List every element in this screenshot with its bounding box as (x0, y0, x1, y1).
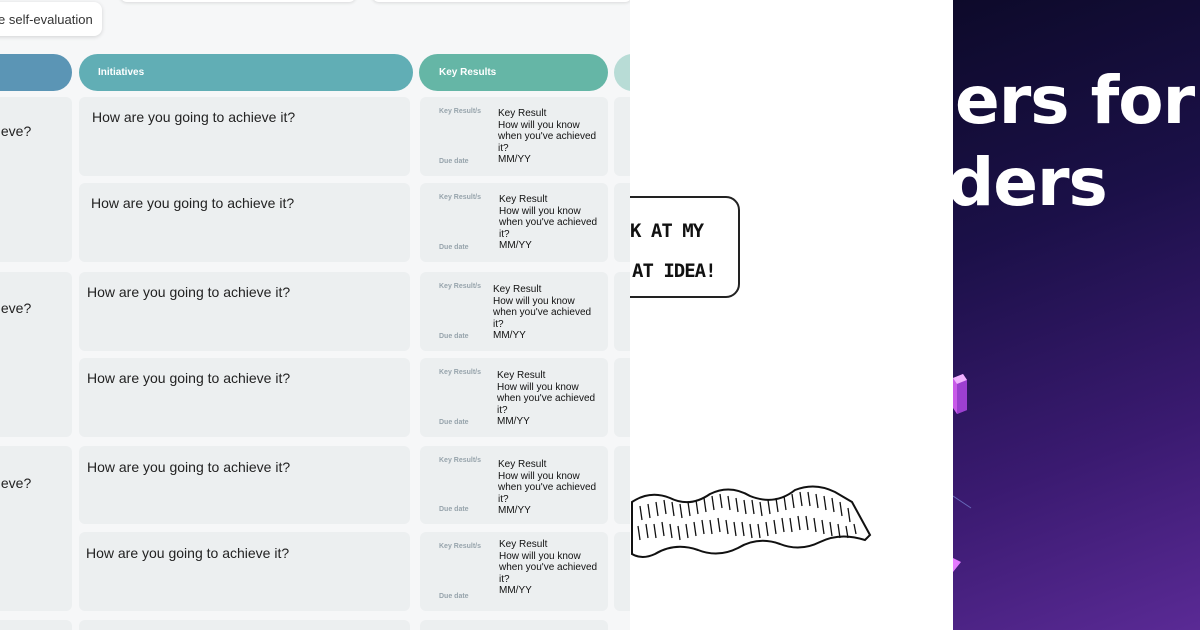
key-result-title: Key Result (499, 539, 548, 550)
key-result-title: Key Result (498, 459, 547, 470)
key-result-card[interactable] (420, 620, 608, 630)
key-result-title: Key Result (493, 284, 542, 295)
next-column-card[interactable] (614, 532, 630, 611)
key-result-label: Key Result/s (439, 108, 482, 115)
column-header-key-results: Key Results (419, 54, 608, 91)
initiative-text: How are you going to achieve it? (91, 195, 295, 211)
glowing-cube-shape (953, 374, 967, 414)
key-result-label: Key Result/s (439, 194, 482, 201)
speech-bubble: K AT MY AT IDEA! (630, 196, 740, 298)
objective-card[interactable]: hieve? (0, 97, 72, 262)
initiative-card[interactable]: How are you going to achieve it? (79, 532, 410, 611)
speech-bubble-text: AT IDEA! (632, 260, 717, 282)
initiative-card[interactable]: How are you going to achieve it? (79, 446, 410, 524)
column-header-next (614, 54, 630, 91)
glowing-cube-shape (953, 558, 961, 572)
objective-text: hieve? (0, 123, 32, 139)
key-result-body: Key Result How will you know when you've… (493, 284, 595, 342)
key-result-title: Key Result (499, 194, 548, 205)
objective-text: hieve? (0, 475, 32, 491)
key-result-question: How will you know when you've achieved i… (498, 470, 597, 505)
next-column-card[interactable] (614, 183, 630, 262)
due-date-label: Due date (439, 244, 469, 251)
key-result-label: Key Result/s (439, 543, 482, 550)
objective-text: hieve? (0, 300, 32, 316)
key-result-question: How will you know when you've achieved i… (497, 381, 596, 416)
key-result-card[interactable]: Key Result/s Due date Key Result How wil… (420, 183, 608, 262)
due-date-label: Due date (439, 593, 469, 600)
initiative-card[interactable]: How are you going to achieve it? (79, 183, 410, 262)
due-date-label: Due date (439, 506, 469, 513)
key-result-date: MM/YY (499, 585, 532, 596)
key-result-label: Key Result/s (439, 369, 482, 376)
key-result-title: Key Result (497, 370, 546, 381)
hero-title-line: ders (953, 144, 1108, 221)
due-date-label: Due date (439, 419, 469, 426)
paper-scroll-sketch (631, 485, 872, 558)
initiative-text: How are you going to achieve it? (87, 459, 291, 475)
key-result-body: Key Result How will you know when you've… (497, 370, 599, 428)
due-date-label: Due date (439, 333, 469, 340)
key-result-card[interactable]: Key Result/s Due date Key Result How wil… (420, 97, 608, 176)
key-result-title: Key Result (498, 108, 547, 119)
key-result-question: How will you know when you've achieved i… (498, 119, 597, 154)
light-streak (953, 495, 972, 509)
initiative-text: How are you going to achieve it? (87, 370, 291, 386)
key-result-date: MM/YY (499, 240, 532, 251)
key-result-body: Key Result How will you know when you've… (498, 459, 600, 517)
key-result-question: How will you know when you've achieved i… (493, 295, 592, 330)
next-column-card[interactable] (614, 358, 630, 437)
hero-banner: ers for ders (953, 0, 1200, 630)
key-result-label: Key Result/s (439, 283, 482, 290)
column-header-objectives (0, 54, 72, 91)
hero-title-line: ers for (955, 62, 1195, 139)
objective-card[interactable]: hieve? (0, 272, 72, 437)
key-result-date: MM/YY (497, 416, 530, 427)
column-header-initiatives: Initiatives (79, 54, 413, 91)
key-result-question: How will you know when you've achieved i… (499, 205, 598, 240)
initiative-text: How are you going to achieve it? (92, 109, 296, 125)
key-result-body: Key Result How will you know when you've… (499, 194, 601, 252)
initiative-text: How are you going to achieve it? (87, 284, 291, 300)
initiative-card[interactable]: How are you going to achieve it? (79, 97, 410, 176)
comic-illustration: K AT MY AT IDEA! (630, 0, 953, 630)
toolbar-fragment (120, 0, 356, 2)
next-column-card[interactable] (614, 446, 630, 524)
objective-card[interactable] (0, 620, 72, 630)
key-result-question: How will you know when you've achieved i… (499, 550, 598, 585)
key-result-card[interactable]: Key Result/s Due date Key Result How wil… (420, 532, 608, 611)
initiative-text: How are you going to achieve it? (86, 545, 290, 561)
initiative-card[interactable] (79, 620, 410, 630)
key-result-body: Key Result How will you know when you've… (499, 539, 601, 597)
key-result-date: MM/YY (498, 505, 531, 516)
due-date-label: Due date (439, 158, 469, 165)
key-result-label: Key Result/s (439, 457, 482, 464)
key-result-card[interactable]: Key Result/s Due date Key Result How wil… (420, 446, 608, 524)
self-evaluation-button[interactable]: e self-evaluation (0, 2, 102, 36)
key-result-body: Key Result How will you know when you've… (498, 108, 600, 166)
speech-bubble-text: K AT MY (630, 220, 704, 242)
initiative-card[interactable]: How are you going to achieve it? (79, 272, 410, 351)
key-result-card[interactable]: Key Result/s Due date Key Result How wil… (420, 272, 608, 351)
key-result-date: MM/YY (498, 154, 531, 165)
objective-card[interactable]: hieve? (0, 446, 72, 611)
next-column-card[interactable] (614, 97, 630, 176)
next-column-card[interactable] (614, 272, 630, 351)
key-result-date: MM/YY (493, 330, 526, 341)
initiative-card[interactable]: How are you going to achieve it? (79, 358, 410, 437)
key-result-card[interactable]: Key Result/s Due date Key Result How wil… (420, 358, 608, 437)
okr-sheet: e self-evaluation Initiatives Key Result… (0, 0, 630, 630)
toolbar-fragment (372, 0, 630, 2)
